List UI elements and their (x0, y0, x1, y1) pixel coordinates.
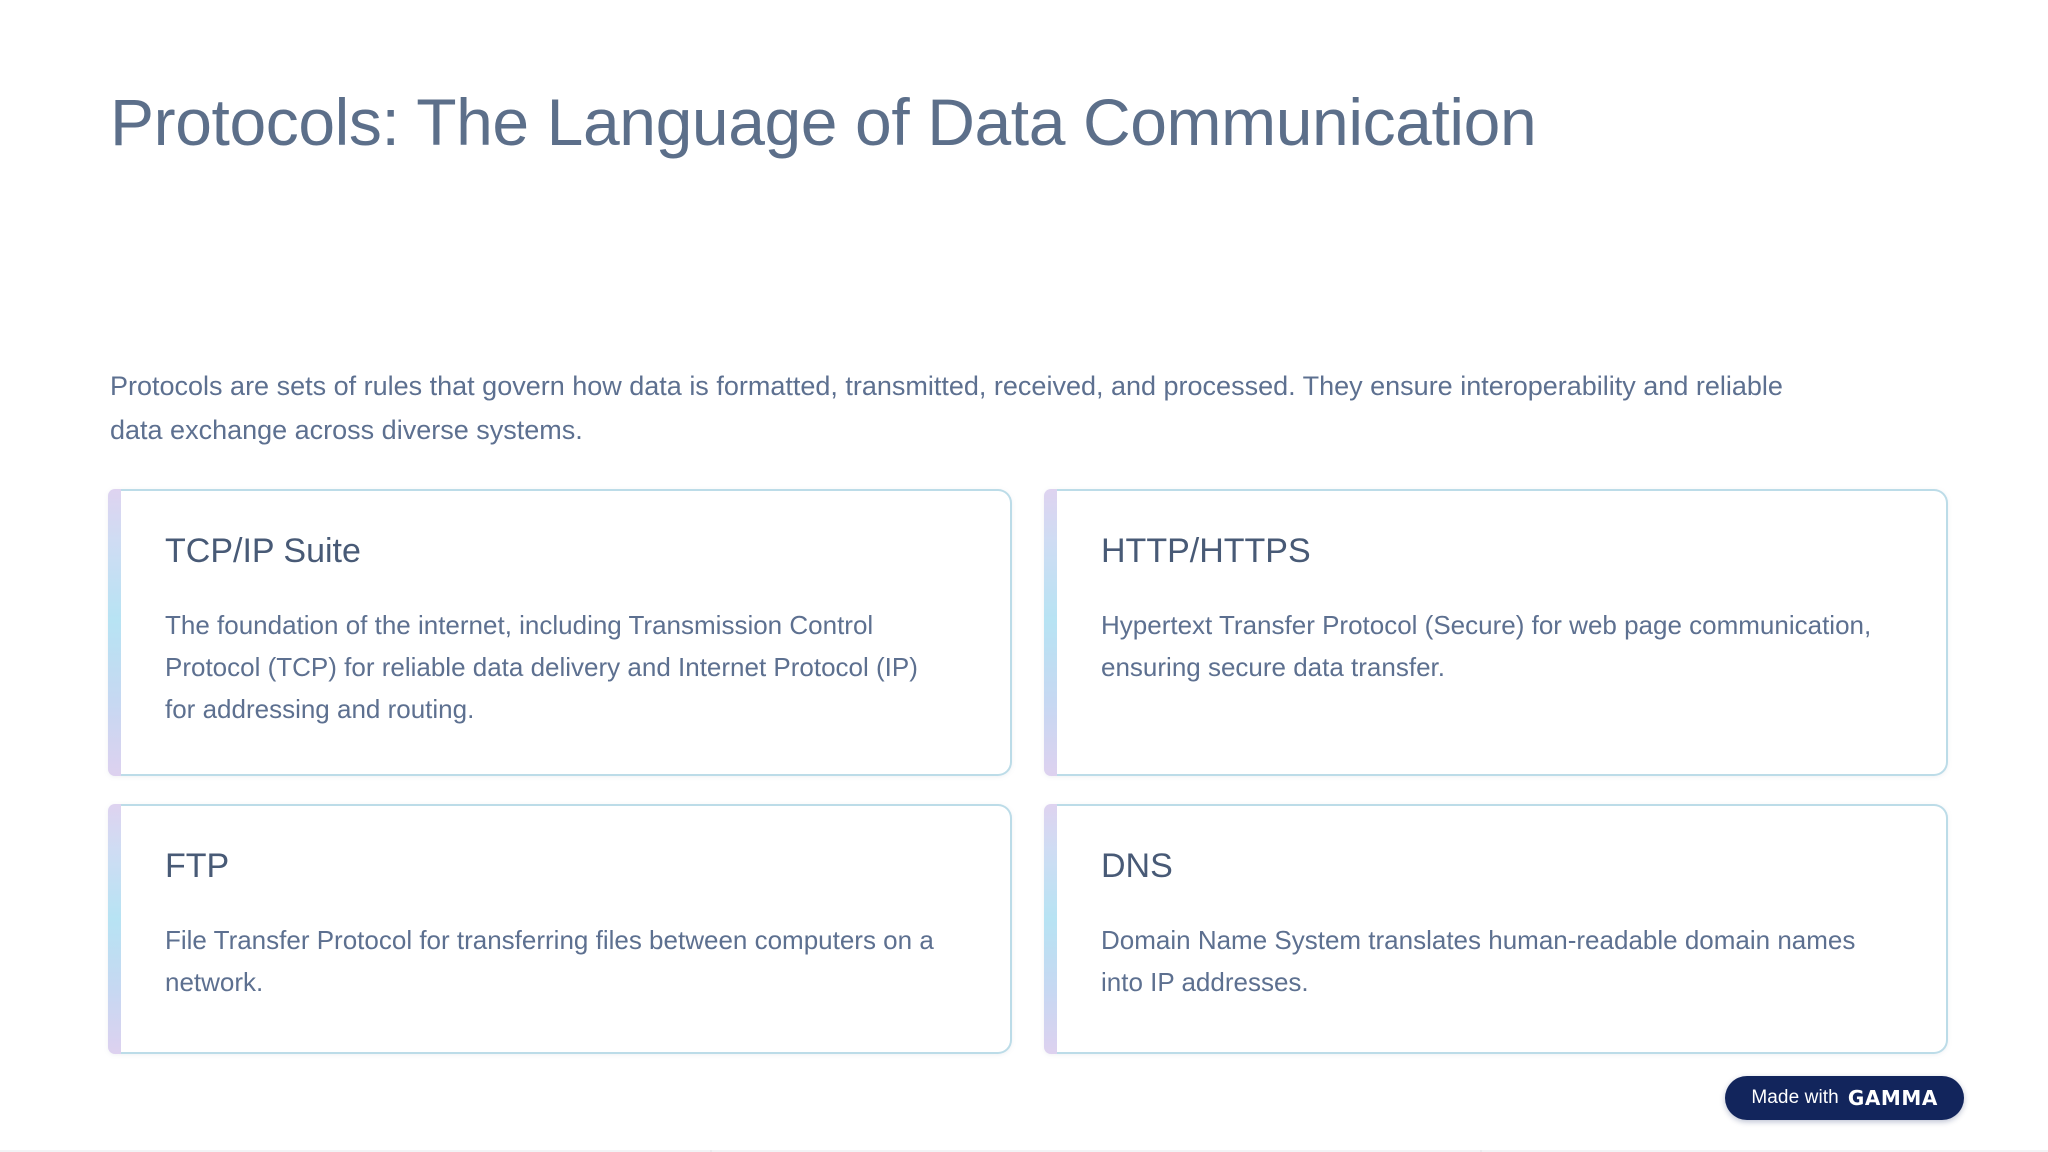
card-title: TCP/IP Suite (165, 532, 361, 570)
protocol-card-dns[interactable]: DNS Domain Name System translates human-… (1044, 804, 1948, 1055)
page-bottom-divider (0, 1150, 2048, 1152)
card-title: HTTP/HTTPS (1101, 532, 1311, 570)
protocol-card-tcpip[interactable]: TCP/IP Suite The foundation of the inter… (108, 489, 1012, 777)
card-accent-stripe-icon (108, 804, 121, 1055)
card-body-container: DNS Domain Name System translates human-… (1057, 804, 1948, 1055)
card-title: FTP (165, 847, 230, 886)
protocol-card-http-https[interactable]: HTTP/HTTPS Hypertext Transfer Protocol (… (1044, 489, 1948, 777)
card-description: Domain Name System translates human-read… (1101, 924, 1856, 998)
protocol-card-ftp[interactable]: FTP File Transfer Protocol for transferr… (108, 804, 1012, 1055)
card-body-container: FTP File Transfer Protocol for transferr… (121, 804, 1012, 1055)
card-accent-stripe-icon (1044, 489, 1057, 777)
card-description: The foundation of the internet, includin… (165, 609, 918, 725)
card-description: Hypertext Transfer Protocol (Secure) for… (1101, 609, 1872, 682)
card-accent-stripe-icon (108, 489, 121, 777)
page-title: Protocols: The Language of Data Communic… (110, 85, 1537, 159)
card-title: DNS (1101, 847, 1173, 886)
card-accent-stripe-icon (1044, 804, 1057, 1055)
intro-paragraph: Protocols are sets of rules that govern … (110, 371, 1783, 445)
card-body-container: TCP/IP Suite The foundation of the inter… (121, 489, 1012, 777)
card-body-container: HTTP/HTTPS Hypertext Transfer Protocol (… (1057, 489, 1948, 777)
gamma-wordmark-icon: GAMMA (1847, 1086, 1938, 1110)
made-with-label: Made with (1751, 1087, 1839, 1108)
protocol-card-grid: TCP/IP Suite The foundation of the inter… (108, 489, 1948, 1055)
made-with-gamma-badge[interactable]: Made with GAMMA (1725, 1076, 1964, 1120)
card-description: File Transfer Protocol for transferring … (165, 924, 934, 998)
